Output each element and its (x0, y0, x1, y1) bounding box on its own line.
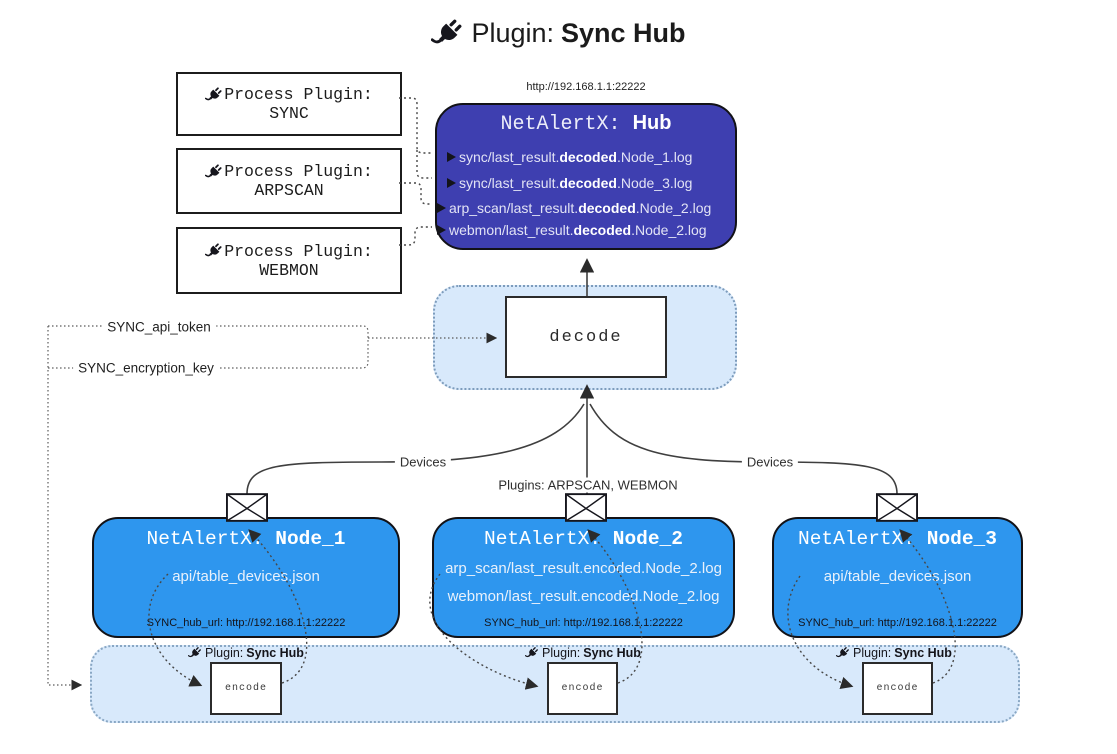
process-plugin-box-webmon: Process Plugin: WEBMON (176, 227, 402, 294)
node-title-prefix: NetAlertX: (798, 528, 916, 550)
plug-icon (836, 646, 850, 660)
band-plugin-prefix: Plugin: (205, 646, 244, 660)
hub-title-name: Hub (632, 112, 672, 134)
plug-icon (431, 17, 464, 50)
hub-title: NetAlertX: Hub (437, 112, 735, 136)
node-files: arp_scan/last_result.encoded.Node_2.log … (434, 555, 733, 611)
plug-icon (525, 646, 539, 660)
envelope-icon (226, 493, 268, 522)
log-bold: decoded (559, 175, 617, 191)
band-plugin-name: Sync Hub (894, 646, 952, 660)
devices-left-label: Devices (394, 454, 452, 470)
page-title: Plugin: Sync Hub (0, 17, 1117, 50)
hub-log-row: arp_scan/last_result.decoded.Node_2.log (437, 200, 711, 216)
envelope-icon (565, 493, 607, 522)
node-files: api/table_devices.json (94, 563, 398, 591)
process-plugin-name: SYNC (269, 104, 309, 123)
log-post: .Node_2.log (635, 200, 712, 216)
sync-api-token-label: SYNC_api_token (102, 319, 216, 335)
arrow-right-icon (437, 203, 446, 213)
devices-right-label: Devices (741, 454, 799, 470)
node-title-name: Node_2 (612, 528, 683, 550)
hub-log-row: sync/last_result.decoded.Node_3.log (447, 175, 692, 191)
band-plugin-label: Plugin: Sync Hub (824, 646, 964, 660)
log-bold: decoded (573, 222, 632, 238)
hub-log-row: webmon/last_result.decoded.Node_2.log (437, 222, 707, 238)
page-title-name: Sync Hub (561, 18, 686, 48)
band-plugin-label: Plugin: Sync Hub (176, 646, 316, 660)
node-box-node2: NetAlertX: Node_2 arp_scan/last_result.e… (432, 517, 735, 638)
node-title: NetAlertX: Node_3 (774, 519, 1021, 550)
plug-icon (205, 86, 223, 104)
band-plugin-label: Plugin: Sync Hub (513, 646, 653, 660)
process-plugin-name: ARPSCAN (254, 181, 324, 200)
page-title-prefix: Plugin: (471, 18, 555, 48)
process-plugin-name: WEBMON (259, 260, 319, 280)
node-title-name: Node_3 (926, 528, 997, 550)
node-hub-url: SYNC_hub_url: http://192.168.1.1:22222 (146, 617, 346, 629)
log-pre: sync/last_result. (459, 175, 560, 191)
log-bold: decoded (578, 200, 636, 216)
decode-box: decode (505, 296, 667, 378)
node-box-node1: NetAlertX: Node_1 api/table_devices.json… (92, 517, 400, 638)
sync-encryption-key-label: SYNC_encryption_key (73, 360, 219, 376)
log-pre: sync/last_result. (459, 149, 560, 165)
arrow-right-icon (437, 225, 446, 235)
log-post: .Node_3.log (616, 175, 693, 191)
band-plugin-name: Sync Hub (583, 646, 641, 660)
node-hub-url: SYNC_hub_url: http://192.168.1.1:22222 (798, 617, 997, 629)
node-file: api/table_devices.json (823, 568, 972, 585)
process-plugin-label: Process Plugin: (224, 162, 373, 181)
process-plugin-box-sync: Process Plugin: SYNC (176, 72, 402, 136)
process-plugin-label: Process Plugin: (224, 85, 373, 104)
node-file: arp_scan/last_result.encoded.Node_2.log (445, 560, 722, 577)
encode-box: encode (547, 662, 618, 715)
node-files: api/table_devices.json (774, 563, 1021, 591)
plug-icon (205, 242, 223, 260)
node-title-name: Node_1 (275, 528, 346, 550)
envelope-icon (876, 493, 918, 522)
log-post: .Node_2.log (631, 222, 707, 238)
node-file: webmon/last_result.encoded.Node_2.log (447, 588, 720, 605)
log-post: .Node_1.log (616, 149, 693, 165)
node-title: NetAlertX: Node_1 (94, 519, 398, 550)
node-file: api/table_devices.json (172, 568, 320, 585)
node-title-prefix: NetAlertX: (484, 528, 602, 550)
band-plugin-name: Sync Hub (246, 646, 304, 660)
band-plugin-prefix: Plugin: (853, 646, 892, 660)
plug-icon (205, 163, 223, 181)
hub-log-row: sync/last_result.decoded.Node_1.log (447, 149, 692, 165)
arrow-right-icon (447, 178, 456, 188)
node-box-node3: NetAlertX: Node_3 api/table_devices.json… (772, 517, 1023, 638)
node-hub-url: SYNC_hub_url: http://192.168.1.1:22222 (484, 617, 683, 629)
log-bold: decoded (559, 149, 617, 165)
band-plugin-prefix: Plugin: (542, 646, 581, 660)
process-plugin-box-arpscan: Process Plugin: ARPSCAN (176, 148, 402, 214)
node-title: NetAlertX: Node_2 (434, 519, 733, 550)
plug-icon (188, 646, 202, 660)
node-title-prefix: NetAlertX: (146, 528, 264, 550)
hub-box: NetAlertX: Hub sync/last_result.decoded.… (435, 103, 737, 250)
plugins-center-label: Plugins: ARPSCAN, WEBMON (493, 477, 683, 493)
encode-box: encode (862, 662, 933, 715)
hub-title-prefix: NetAlertX: (500, 113, 621, 136)
log-pre: arp_scan/last_result. (449, 200, 579, 216)
encode-box: encode (210, 662, 282, 715)
process-plugin-label: Process Plugin: (224, 241, 373, 261)
hub-url-label: http://192.168.1.1:22222 (526, 81, 646, 93)
arrow-right-icon (447, 152, 456, 162)
log-pre: webmon/last_result. (449, 222, 574, 238)
